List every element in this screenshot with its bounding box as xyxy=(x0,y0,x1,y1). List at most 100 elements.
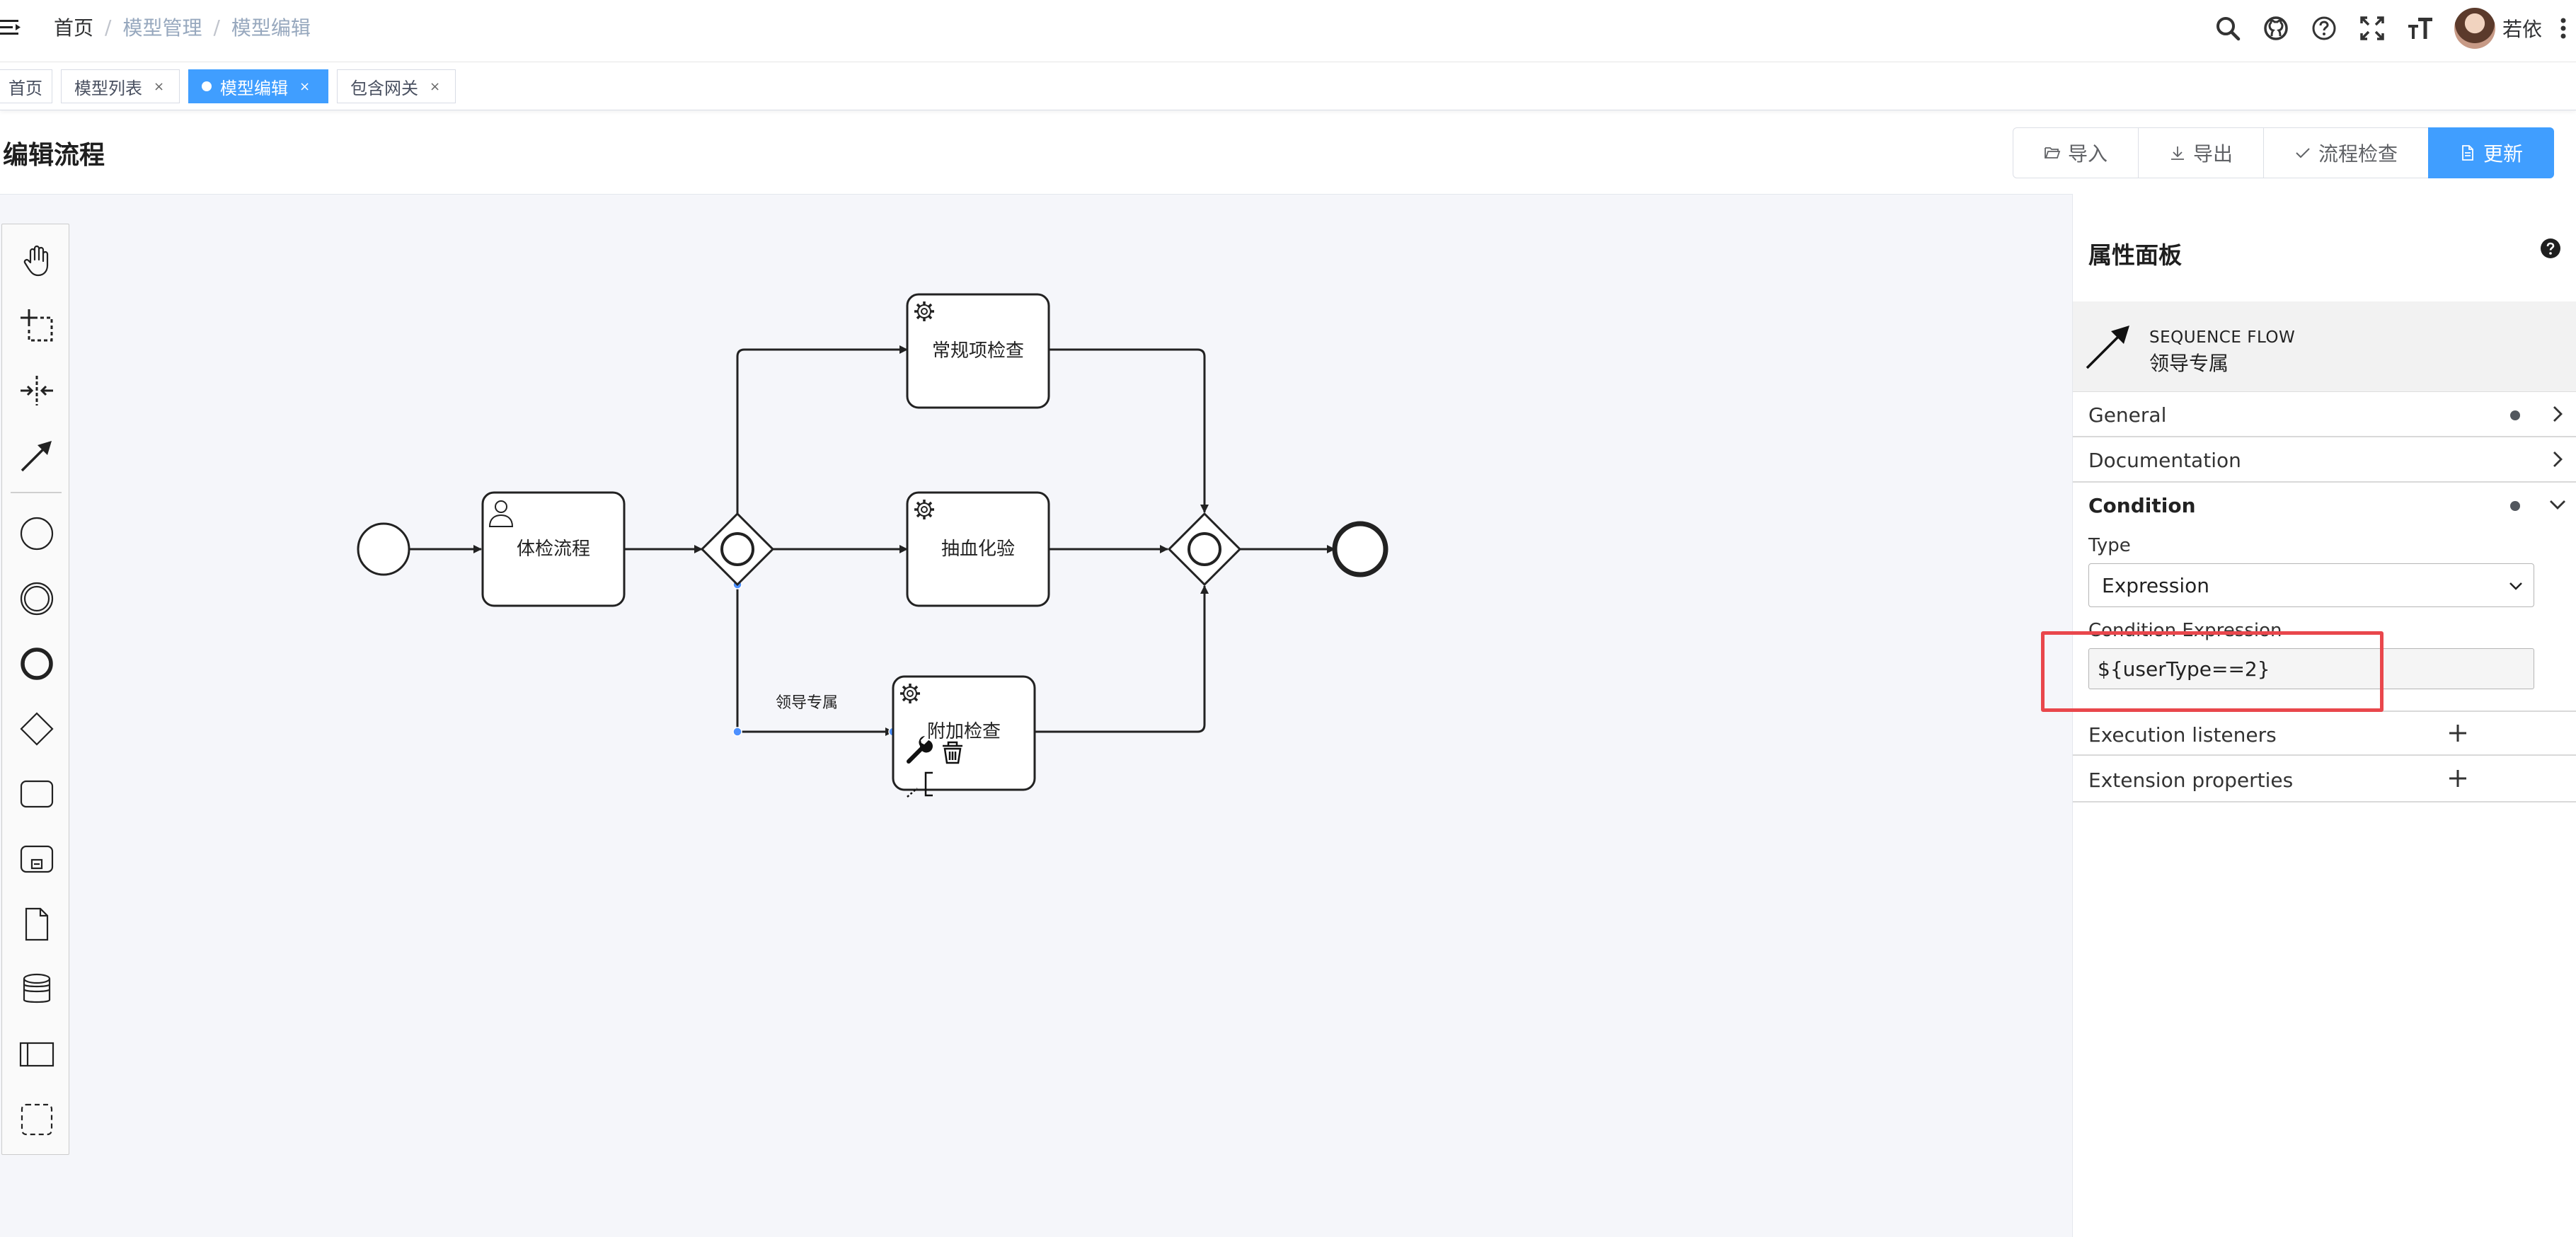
start-event-icon[interactable] xyxy=(19,516,54,551)
task-label: 附加检查 xyxy=(927,720,1001,742)
lasso-tool-icon[interactable] xyxy=(19,308,54,343)
breadcrumb: 首页 / 模型管理 / 模型编辑 xyxy=(54,13,311,41)
element-header: SEQUENCE FLOW 领导专属 xyxy=(2073,301,2576,392)
end-event[interactable] xyxy=(1332,521,1388,577)
chevron-down-icon xyxy=(2550,500,2565,510)
tag-model-edit[interactable]: 模型编辑 × xyxy=(188,69,328,103)
help-icon[interactable] xyxy=(2540,238,2561,259)
group-documentation[interactable]: Documentation xyxy=(2073,437,2576,483)
subprocess-icon[interactable] xyxy=(19,841,54,877)
condition-expression-label: Condition Expression xyxy=(2088,620,2282,641)
user-icon xyxy=(488,500,514,527)
panel-title: 属性面板 xyxy=(2088,241,2182,269)
condition-expression-input[interactable]: ${userType==2} xyxy=(2088,648,2534,689)
more-vertical-icon[interactable] xyxy=(2556,0,2570,57)
flow-gw-to-t2[interactable] xyxy=(736,345,908,514)
group-extension-properties[interactable]: Extension properties xyxy=(2073,757,2576,802)
inclusive-gateway-fork[interactable] xyxy=(700,512,775,587)
start-event[interactable] xyxy=(357,522,410,576)
inclusive-gateway-join[interactable] xyxy=(1167,512,1242,587)
navbar-right: 若依 xyxy=(2204,0,2576,57)
context-pad xyxy=(907,736,962,798)
flow-t4-to-gw2[interactable] xyxy=(1035,585,1209,733)
font-size-icon[interactable] xyxy=(2396,0,2444,57)
intermediate-event-icon[interactable] xyxy=(19,581,54,616)
tag-model-list[interactable]: 模型列表 × xyxy=(61,69,180,103)
tag-label: 包含网关 xyxy=(350,78,418,98)
tag-label: 模型列表 xyxy=(74,78,142,98)
group-label: Documentation xyxy=(2088,449,2241,472)
service-task[interactable]: 常规项检查 xyxy=(906,293,1050,409)
service-task[interactable]: 抽血化验 xyxy=(906,491,1050,607)
group-condition[interactable]: Condition xyxy=(2073,483,2576,528)
end-event-icon[interactable] xyxy=(19,646,54,681)
space-tool-icon[interactable] xyxy=(19,373,54,408)
data-object-icon[interactable] xyxy=(19,907,54,942)
hamburger-icon[interactable] xyxy=(0,16,24,40)
user-task[interactable]: 体检流程 xyxy=(481,491,626,607)
close-icon[interactable]: × xyxy=(299,79,311,94)
chevron-right-icon xyxy=(2553,451,2563,467)
highlight-box xyxy=(2041,631,2384,712)
group-label: Extension properties xyxy=(2088,769,2294,792)
update-label: 更新 xyxy=(2483,142,2523,166)
process-check-button[interactable]: 流程检查 xyxy=(2263,127,2429,178)
task-icon[interactable] xyxy=(19,776,54,812)
group-label: Execution listeners xyxy=(2088,723,2277,747)
palette-separator xyxy=(11,492,62,493)
question-icon[interactable] xyxy=(2300,0,2348,57)
gateway-icon[interactable] xyxy=(19,711,54,747)
service-task[interactable]: 附加检查 xyxy=(892,675,1036,791)
import-button[interactable]: 导入 xyxy=(2013,127,2139,178)
bpmn-diagram: 领导专属 体检流程 常规项检查 抽血化验 附加检查 xyxy=(357,293,1388,798)
username[interactable]: 若依 xyxy=(2502,18,2542,41)
search-icon[interactable] xyxy=(2204,0,2252,57)
connection-handle[interactable] xyxy=(732,727,742,737)
group-execution-listeners[interactable]: Execution listeners xyxy=(2073,710,2576,756)
breadcrumb-separator: / xyxy=(213,15,220,39)
github-icon[interactable] xyxy=(2252,0,2300,57)
export-button[interactable]: 导出 xyxy=(2138,127,2264,178)
sequence-flow-icon xyxy=(2086,326,2129,369)
condition-type-select[interactable]: Expression xyxy=(2088,563,2534,607)
text-annotation-icon[interactable] xyxy=(907,771,933,798)
hand-tool-icon[interactable] xyxy=(19,243,54,278)
flow-label[interactable]: 领导专属 xyxy=(776,694,838,711)
active-dot-icon xyxy=(202,81,212,91)
data-marker-icon xyxy=(2510,410,2520,420)
chevron-right-icon xyxy=(2553,406,2563,422)
breadcrumb-home[interactable]: 首页 xyxy=(54,16,94,40)
input-value: ${userType==2} xyxy=(2098,657,2270,681)
close-icon[interactable]: × xyxy=(430,79,441,94)
folder-open-icon xyxy=(2045,147,2061,159)
flow-t2-to-gw2[interactable] xyxy=(1049,348,1209,513)
plus-icon[interactable] xyxy=(2446,722,2469,744)
close-icon[interactable]: × xyxy=(154,79,165,94)
download-icon xyxy=(2170,146,2184,160)
update-button[interactable]: 更新 xyxy=(2428,127,2554,178)
plus-icon[interactable] xyxy=(2446,767,2469,790)
import-label: 导入 xyxy=(2067,142,2108,166)
check-icon xyxy=(2296,148,2310,159)
tag-inclusive-gateway[interactable]: 包含网关 × xyxy=(337,69,456,103)
tag-home[interactable]: 首页 xyxy=(0,69,52,103)
bpmn-palette xyxy=(1,224,69,1155)
toolbar-button-group: 导入 导出 流程检查 更新 xyxy=(2013,127,2554,178)
wrench-icon[interactable] xyxy=(907,736,933,764)
element-type: SEQUENCE FLOW xyxy=(2149,328,2296,347)
tag-label: 首页 xyxy=(8,78,42,98)
tag-label: 模型编辑 xyxy=(220,78,288,98)
trash-icon[interactable] xyxy=(943,741,962,764)
element-name: 领导专属 xyxy=(2149,352,2229,375)
breadcrumb-separator: / xyxy=(105,15,112,39)
data-store-icon[interactable] xyxy=(19,972,54,1007)
pool-icon[interactable] xyxy=(19,1037,54,1072)
fullscreen-icon[interactable] xyxy=(2348,0,2396,57)
tags-view: 首页 模型列表 × 模型编辑 × 包含网关 × xyxy=(0,62,2576,110)
group-icon[interactable] xyxy=(19,1102,54,1137)
group-general[interactable]: General xyxy=(2073,392,2576,437)
breadcrumb-model-management: 模型管理 xyxy=(122,16,202,40)
connection-tool-icon[interactable] xyxy=(19,438,54,473)
avatar[interactable] xyxy=(2454,8,2495,49)
select-value: Expression xyxy=(2102,574,2209,597)
